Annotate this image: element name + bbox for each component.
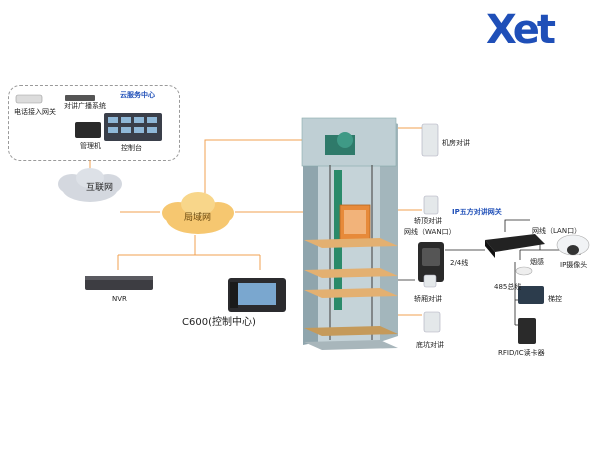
wan-label: 网线（WAN口） xyxy=(404,228,456,236)
broadcast-label: 对讲广播系统 xyxy=(64,102,106,110)
cloud-center-title: 云服务中心 xyxy=(120,91,155,99)
nvr-device xyxy=(85,276,153,290)
c600-terminal xyxy=(228,278,286,312)
manager-label: 管理机 xyxy=(80,142,101,150)
lan-port-label: 网线（LAN口） xyxy=(532,227,582,235)
smoke-label: 烟感 xyxy=(530,258,544,266)
brand-logo: Xet xyxy=(486,7,556,53)
board-label: 梯控 xyxy=(548,295,562,303)
control-center-label: C600(控制中心) xyxy=(182,317,256,328)
wire-label: 2/4线 xyxy=(450,259,469,267)
internet-cloud xyxy=(58,168,122,202)
nvr-label: NVR xyxy=(112,295,127,303)
pit-label: 底坑对讲 xyxy=(416,341,444,349)
elevator-shaft xyxy=(301,117,398,350)
lan-label: 局域网 xyxy=(184,213,212,223)
reader-label: RFID/IC读卡器 xyxy=(498,349,545,357)
car-panel-label: 轿厢对讲 xyxy=(414,295,442,303)
car-top-label: 轿顶对讲 xyxy=(414,217,442,225)
gateway-title: IP五方对讲网关 xyxy=(452,208,502,216)
cloud-devices xyxy=(15,94,162,141)
bus485-label: 485总线 xyxy=(494,283,522,291)
console-label: 控制台 xyxy=(121,144,142,152)
gateway-label: 电话接入网关 xyxy=(14,108,56,116)
gateway-devices xyxy=(485,234,590,344)
machine-room-label: 机房对讲 xyxy=(442,139,470,147)
intercom-units xyxy=(418,123,444,333)
lan-cloud xyxy=(162,192,234,234)
internet-label: 互联网 xyxy=(86,183,114,193)
camera-label: IP摄像头 xyxy=(560,261,588,269)
